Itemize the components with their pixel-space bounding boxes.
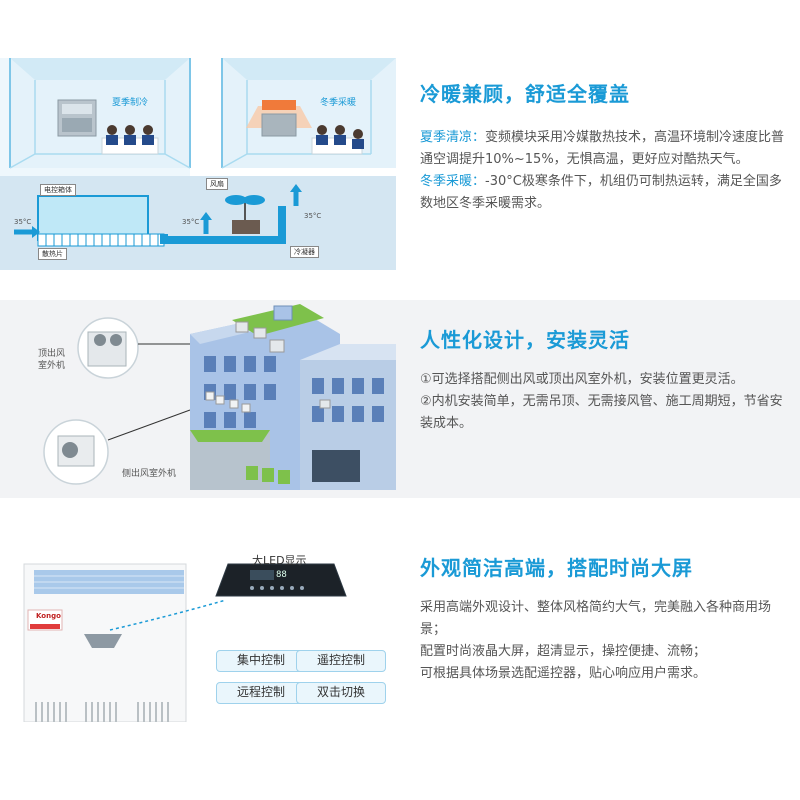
appearance-text: 外观简洁高端，搭配时尚大屏 采用高端外观设计、整体风格简约大气，完美融入各种商用… [420, 552, 790, 685]
point-1: ①可选择搭配侧出风或顶出风室外机，安装位置更灵活。 [420, 372, 744, 387]
section-appearance: Kongo 大LED显示 88 集中控制 遥控控制 远程控制 双击切换 外观简洁… [0, 526, 800, 722]
winter-text: -30°C极寒条件下，机组仍可制热运转，满足全国多数地区冬季采暖需求。 [420, 174, 782, 211]
installation-illustration: 顶出风室外机 侧出风室外机 [0, 300, 396, 498]
screen-reading: 88 [276, 570, 287, 580]
unit-illustration [23, 563, 347, 722]
summer-paragraph: 夏季清凉：变频模块采用冷媒散热技术，高温环境制冷速度比普通空调提升10%~15%… [420, 127, 790, 171]
para-2: 配置时尚液晶大屏，超清显示，操控便捷、流畅； [420, 644, 707, 659]
cooling-heating-text: 冷暖兼顾，舒适全覆盖 夏季清凉：变频模块采用冷媒散热技术，高温环境制冷速度比普通… [420, 78, 790, 215]
top-unit-label: 顶出风室外机 [38, 349, 66, 371]
summer-cooling-label: 夏季制冷 [112, 98, 149, 108]
brand-logo: Kongo [36, 612, 61, 620]
section-title: 人性化设计，安装灵活 [420, 328, 630, 352]
badge-remote-access: 远程控制 [216, 682, 306, 704]
temp-mid: 35°C [182, 218, 200, 226]
side-unit-label: 侧出风室外机 [122, 469, 177, 479]
installation-text: 人性化设计，安装灵活 ①可选择搭配侧出风或顶出风室外机，安装位置更灵活。 ②内机… [420, 324, 790, 435]
temp-right: 35°C [304, 212, 322, 220]
section-title: 外观简洁高端，搭配时尚大屏 [420, 556, 693, 580]
point-2: ②内机安装简单，无需吊顶、无需接风管、施工周期短，节省安装成本。 [420, 394, 783, 431]
winter-label: 冬季采暖： [420, 174, 486, 189]
winter-heating-label: 冬季采暖 [320, 98, 357, 108]
section-installation: 顶出风室外机 侧出风室外机 人性化设计，安装灵活 ①可选择搭配侧出风或顶出风室外… [0, 300, 800, 498]
badge-remote-control: 遥控控制 [296, 650, 386, 672]
temp-left: 35°C [14, 218, 32, 226]
led-display-label: 大LED显示 [252, 554, 307, 567]
appearance-illustration: Kongo 大LED显示 88 集中控制 遥控控制 远程控制 双击切换 [0, 526, 396, 722]
section-title: 冷暖兼顾，舒适全覆盖 [420, 82, 630, 106]
summer-label: 夏季清凉： [420, 130, 486, 145]
winter-paragraph: 冬季采暖：-30°C极寒条件下，机组仍可制热运转，满足全国多数地区冬季采暖需求。 [420, 171, 790, 215]
cooling-heating-diagram: 夏季制冷 冬季采暖 电控箱体 风扇 散热片 冷凝器 35°C 35°C 35°C [0, 58, 396, 270]
para-3: 可根据具体场景选配遥控器，贴心响应用户需求。 [420, 666, 707, 681]
badge-centralized-control: 集中控制 [216, 650, 306, 672]
para-1: 采用高端外观设计、整体风格简约大气，完美融入各种商用场景； [420, 600, 772, 637]
fan-label: 风扇 [206, 178, 228, 190]
condenser-label: 冷凝器 [290, 246, 319, 258]
badge-double-click-switch: 双击切换 [296, 682, 386, 704]
heat-sink-label: 散热片 [38, 248, 67, 260]
summer-text: 变频模块采用冷媒散热技术，高温环境制冷速度比普通空调提升10%~15%，无惧高温… [420, 130, 785, 167]
section-cooling-heating: 夏季制冷 冬季采暖 电控箱体 风扇 散热片 冷凝器 35°C 35°C 35°C… [0, 58, 800, 270]
building-illustration [43, 304, 396, 490]
control-box-label: 电控箱体 [40, 184, 76, 196]
diagram-illustration [0, 58, 396, 270]
